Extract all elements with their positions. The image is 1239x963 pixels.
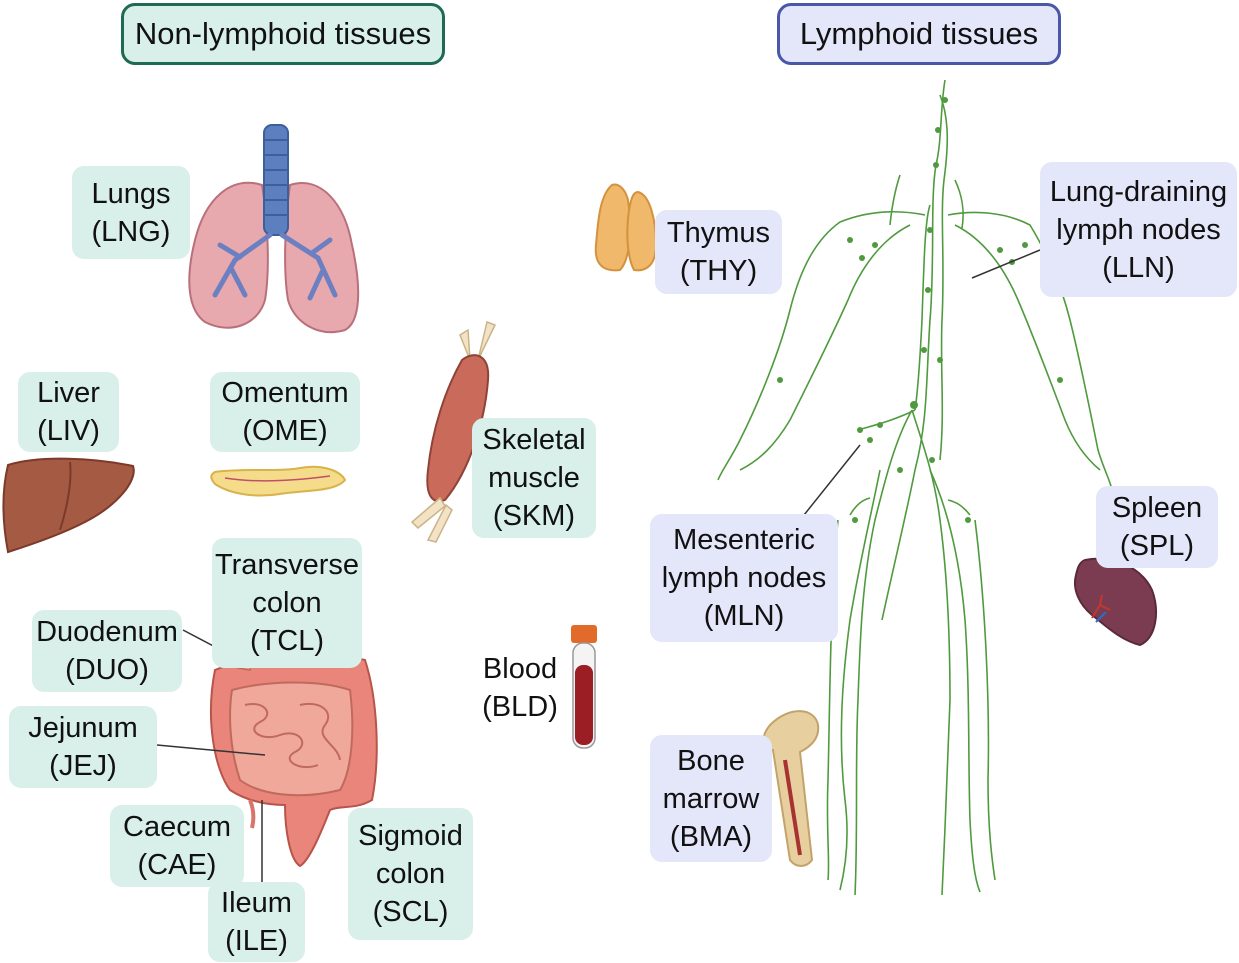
caecum-label: Caecum (CAE) — [110, 805, 244, 887]
bone-code: (BMA) — [669, 820, 753, 853]
intestines-icon — [210, 653, 378, 868]
ileum-code: (ILE) — [225, 925, 288, 957]
transverse-line2: colon — [252, 587, 322, 619]
transverse-line1: Transverse — [215, 549, 359, 581]
blood-code: (BLD) — [482, 691, 558, 723]
duodenum-label: Duodenum (DUO) — [32, 610, 182, 692]
ileum-name: Ileum — [221, 887, 292, 919]
blood-label: Blood (BLD) — [474, 648, 566, 728]
omentum-label: Omentum (OME) — [210, 372, 360, 452]
transverse-code: (TCL) — [249, 625, 325, 657]
thymus-icon — [594, 183, 658, 272]
transverse-colon-label: Transverse colon (TCL) — [212, 538, 362, 668]
jej-pointer-line — [156, 744, 266, 756]
bone-line1: Bone — [677, 744, 745, 777]
lymphatic-system-icon — [717, 79, 1113, 896]
thymus-name: Thymus — [666, 217, 771, 249]
thymus-label: Thymus (THY) — [655, 210, 782, 294]
jejunum-name: Jejunum — [28, 712, 138, 744]
lungs-label: Lungs (LNG) — [72, 166, 190, 259]
omentum-icon — [210, 465, 347, 497]
lymphoid-header: Lymphoid tissues — [777, 3, 1061, 65]
spleen-code: (SPL) — [1119, 530, 1195, 562]
lln-line1: Lung-draining — [1049, 175, 1228, 208]
jejunum-code: (JEJ) — [49, 750, 117, 782]
ileum-label: Ileum (ILE) — [208, 882, 305, 962]
non-lymphoid-header: Non-lymphoid tissues — [121, 3, 445, 65]
omentum-name: Omentum — [221, 377, 349, 409]
lung-draining-lymph-nodes-label: Lung-draining lymph nodes (LLN) — [1040, 162, 1237, 297]
sigmoid-line1: Sigmoid — [358, 820, 463, 852]
skeletal-code: (SKM) — [492, 500, 576, 532]
mesenteric-lymph-nodes-label: Mesenteric lymph nodes (MLN) — [650, 514, 838, 642]
skeletal-line1: Skeletal — [482, 424, 586, 456]
lln-code: (LLN) — [1102, 251, 1175, 284]
skeletal-muscle-label: Skeletal muscle (SKM) — [472, 418, 596, 538]
sigmoid-code: (SCL) — [372, 896, 449, 928]
bone-line2: marrow — [662, 782, 760, 815]
sigmoid-colon-label: Sigmoid colon (SCL) — [348, 808, 473, 940]
lymph-nodes-icon — [777, 97, 1063, 523]
lungs-icon — [188, 124, 360, 333]
duodenum-name: Duodenum — [36, 616, 178, 648]
mln-pointer-line — [803, 444, 861, 516]
sigmoid-line2: colon — [375, 858, 446, 890]
caecum-name: Caecum — [123, 811, 231, 843]
lungs-code: (LNG) — [91, 215, 171, 248]
mln-code: (MLN) — [703, 600, 785, 632]
lungs-name: Lungs — [91, 177, 171, 210]
spleen-icon — [1074, 557, 1157, 647]
skeletal-line2: muscle — [488, 462, 580, 494]
mln-line1: Mesenteric — [673, 524, 815, 556]
caecum-code: (CAE) — [137, 849, 217, 881]
blood-tube-icon — [571, 625, 597, 749]
duodenum-code: (DUO) — [65, 654, 149, 686]
omentum-code: (OME) — [242, 415, 328, 447]
spleen-name: Spleen — [1111, 492, 1203, 524]
liver-code: (LIV) — [37, 415, 100, 447]
bone-marrow-label: Bone marrow (BMA) — [650, 735, 772, 862]
lln-pointer-line — [971, 249, 1041, 279]
spleen-label: Spleen (SPL) — [1096, 486, 1218, 568]
jejunum-label: Jejunum (JEJ) — [9, 706, 157, 788]
lln-line2: lymph nodes — [1056, 213, 1221, 246]
liver-name: Liver — [37, 377, 100, 409]
liver-label: Liver (LIV) — [18, 372, 119, 452]
thymus-code: (THY) — [679, 255, 758, 287]
liver-icon — [2, 457, 135, 554]
muscle-icon — [410, 320, 497, 543]
blood-name: Blood — [482, 653, 558, 685]
mln-line2: lymph nodes — [661, 562, 827, 594]
